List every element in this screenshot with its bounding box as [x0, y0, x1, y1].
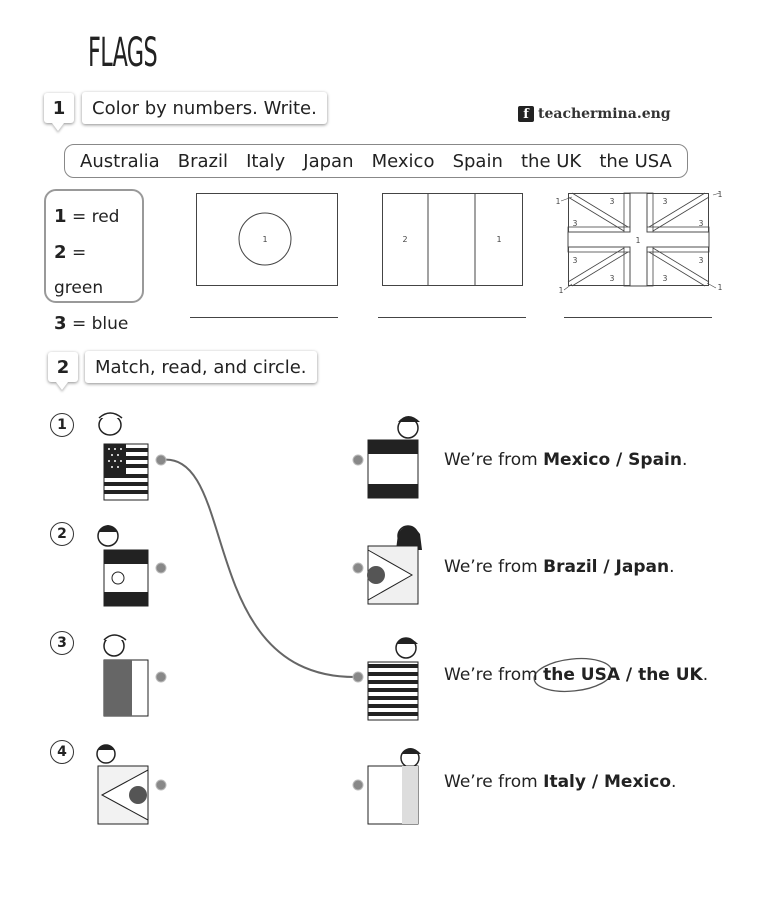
option[interactable]: Brazil	[543, 557, 598, 577]
option[interactable]: Mexico	[604, 772, 672, 792]
uk-number: 3	[610, 197, 615, 206]
uk-number: 3	[573, 219, 578, 228]
uk-number: 3	[573, 256, 578, 265]
exercise-2-instruction: Match, read, and circle.	[85, 351, 317, 383]
flag-japan-number: 1	[262, 235, 267, 244]
word-bank-item: the UK	[520, 150, 582, 172]
uk-corner-number: 1	[559, 286, 564, 295]
match-dot-left-3[interactable]	[155, 671, 167, 683]
option[interactable]: Japan	[615, 557, 670, 577]
sentence-3: We’re from the USA / the UK.	[444, 665, 709, 685]
sentence-2: We’re from Brazil / Japan.	[444, 557, 675, 577]
uk-number: 3	[663, 197, 668, 206]
flag-uk[interactable]: 3 3 3 3 3 3 3 3 1 1 1 1 1	[556, 190, 723, 295]
uk-corner-number: 1	[718, 190, 723, 199]
uk-corner-number: 1	[718, 283, 723, 292]
word-bank-item: Italy	[246, 150, 286, 172]
match-dot-left-4[interactable]	[155, 779, 167, 791]
item-number-4: 4	[50, 740, 74, 764]
kid-usa-flag-illustration	[98, 412, 149, 501]
facebook-icon: f	[518, 106, 534, 122]
flag-italy[interactable]: 2 1	[382, 193, 523, 286]
word-bank-item: Australia	[80, 150, 160, 172]
kid-brazil-flag-right-illustration	[367, 525, 422, 605]
uk-number: 3	[699, 219, 704, 228]
answer-circle	[533, 657, 613, 693]
match-dot-left-1[interactable]	[155, 454, 167, 466]
word-bank-item: Brazil	[177, 150, 229, 172]
option[interactable]: Mexico	[543, 450, 611, 470]
key-row: 1 = red	[54, 206, 120, 227]
answer-line-2[interactable]	[378, 317, 526, 318]
option[interactable]: the UK	[638, 665, 703, 685]
exercise-1-instruction: Color by numbers. Write.	[82, 92, 327, 124]
item-number-1: 1	[50, 413, 74, 437]
kid-italy-flag-illustration	[103, 634, 149, 717]
kid-mexico-flag-illustration	[97, 525, 149, 607]
answer-line-1[interactable]	[190, 317, 338, 318]
color-key: 1 = red 2 = green 3 = blue	[44, 189, 144, 334]
match-dot-right-3[interactable]	[352, 671, 364, 683]
answer-line-3[interactable]	[564, 317, 712, 318]
match-dot-left-2[interactable]	[155, 562, 167, 574]
exercise-1-number: 1	[44, 93, 74, 123]
flag-japan[interactable]: 1	[196, 193, 338, 286]
option[interactable]: the USA	[543, 665, 621, 685]
uk-number: 3	[610, 274, 615, 283]
match-dot-right-4[interactable]	[352, 779, 364, 791]
sentence-1: We’re from Mexico / Spain.	[444, 450, 688, 470]
kid-usa-flag-right-illustration	[367, 637, 419, 721]
match-line	[160, 458, 359, 679]
uk-number: 3	[663, 274, 668, 283]
word-bank-item: the USA	[599, 150, 672, 172]
brand-name: teachermina.eng	[538, 106, 671, 122]
item-number-2: 2	[50, 522, 74, 546]
option[interactable]: Italy	[543, 772, 586, 792]
uk-number: 3	[699, 256, 704, 265]
flag-italy-right-number: 1	[496, 235, 501, 244]
word-bank: Australia Brazil Italy Japan Mexico Spai…	[64, 144, 688, 178]
kid-mexico-flag-right-illustration	[367, 748, 421, 825]
exercise-2-number: 2	[48, 352, 78, 382]
sentence-4: We’re from Italy / Mexico.	[444, 772, 677, 792]
brand-logo: f teachermina.eng	[518, 106, 671, 122]
match-dot-right-1[interactable]	[352, 454, 364, 466]
word-bank-item: Mexico	[371, 150, 435, 172]
key-row: 3 = blue	[54, 313, 129, 334]
match-dot-right-2[interactable]	[352, 562, 364, 574]
key-row: 2 = green	[54, 242, 104, 298]
kid-spain-flag-illustration	[367, 416, 420, 499]
uk-corner-number: 1	[556, 197, 561, 206]
option[interactable]: Spain	[628, 450, 682, 470]
flag-italy-left-number: 2	[402, 235, 407, 244]
page-title: FLAGS	[88, 30, 158, 76]
word-bank-item: Spain	[452, 150, 503, 172]
uk-center-number: 1	[636, 236, 641, 245]
item-number-3: 3	[50, 631, 74, 655]
word-bank-item: Japan	[303, 150, 354, 172]
kid-brazil-flag-illustration	[96, 744, 149, 825]
